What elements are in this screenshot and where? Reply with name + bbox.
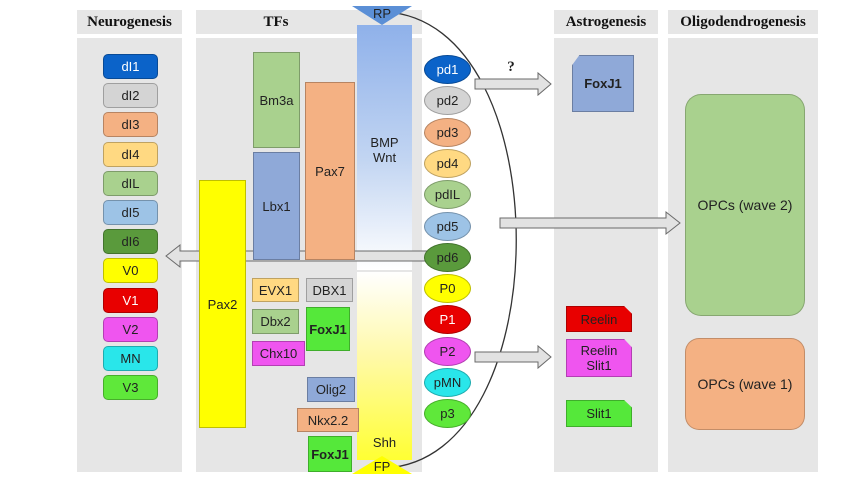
- neurogenesis-header-bg: [77, 10, 182, 34]
- domain-pd1: pd1: [424, 55, 471, 84]
- domain-pd6: pd6: [424, 242, 471, 272]
- astrogenesis-header-bg: [554, 10, 658, 34]
- tf-dbx2: Dbx2: [252, 309, 299, 334]
- tf-pax2: Pax2: [199, 180, 246, 428]
- domain-pd4: pd4: [424, 148, 471, 178]
- opcs-wave1: OPCs (wave 1): [685, 338, 805, 430]
- astro-reelin: Reelin: [566, 306, 632, 332]
- opcs-wave2: OPCs (wave 2): [685, 94, 805, 316]
- astro-reelin-slit1: Reelin Slit1: [566, 339, 632, 377]
- neuron-class-di5: dI5: [103, 200, 158, 225]
- domain-pdil: pdIL: [424, 180, 471, 210]
- neuron-class-di6: dI6: [103, 229, 158, 255]
- domain-p0: P0: [424, 274, 471, 304]
- neuron-class-dil: dIL: [103, 170, 158, 196]
- tfs-header: TFs: [263, 14, 289, 30]
- tf-lbx1: Lbx1: [253, 152, 300, 260]
- oligodendrogenesis-header: Oligodendrogenesis: [680, 14, 806, 30]
- domain-pd2: pd2: [424, 86, 471, 116]
- domain-pmn: pMN: [424, 368, 471, 397]
- arrow-pd6-di6: [165, 243, 438, 269]
- arrow-to-opcs-wave2: [499, 210, 681, 236]
- tf-chx10: Chx10: [252, 341, 305, 366]
- tf-bm3a: Bm3a: [253, 52, 300, 148]
- reelin-label: Reelin: [580, 343, 618, 358]
- domain-pd3: pd3: [424, 117, 471, 147]
- shh-gradient: Shh: [357, 272, 412, 460]
- bmp-wnt-gradient: BMP Wnt: [357, 25, 412, 270]
- tf-olig2: Olig2: [307, 377, 355, 402]
- arrow-p2-astro: [474, 344, 552, 370]
- roof-plate-label: RP: [372, 5, 392, 21]
- tf-pax7: Pax7: [305, 82, 355, 260]
- shh-label: Shh: [372, 435, 397, 450]
- slit1-label: Slit1: [586, 358, 612, 373]
- tf-foxj1-mid: FoxJ1: [306, 307, 350, 351]
- tf-nkx22: Nkx2.2: [297, 408, 359, 432]
- neuron-class-di1: dI1: [103, 54, 158, 79]
- neuron-class-v0: V0: [103, 258, 158, 284]
- bmp-label: BMP: [370, 134, 399, 150]
- neural-tube-arc: [384, 11, 517, 469]
- floor-plate-triangle: [352, 456, 412, 474]
- wnt-label: Wnt: [372, 149, 397, 165]
- neuron-class-v2: V2: [103, 316, 158, 342]
- neuron-class-di4: dI4: [103, 141, 158, 167]
- question-mark: ?: [507, 58, 515, 75]
- domain-pd5: pd5: [424, 211, 471, 241]
- domain-p1: P1: [424, 305, 471, 335]
- neuron-class-di3: dI3: [103, 112, 158, 138]
- neuron-class-v3: V3: [103, 375, 158, 401]
- neuron-class-mn: MN: [103, 346, 158, 371]
- domain-p3: p3: [424, 399, 471, 429]
- tf-evx1: EVX1: [252, 278, 299, 302]
- neurogenesis-header: Neurogenesis: [87, 14, 172, 30]
- neuron-class-di2: dI2: [103, 83, 158, 109]
- domain-p2: P2: [424, 336, 471, 366]
- astro-slit1: Slit1: [566, 400, 632, 427]
- arrow-pd1-astro: [474, 71, 552, 97]
- tf-foxj1-bottom: FoxJ1: [308, 436, 352, 472]
- neuron-class-v1: V1: [103, 287, 158, 313]
- astrogenesis-header: Astrogenesis: [565, 14, 647, 30]
- oligodendrogenesis-header-bg: [668, 10, 818, 34]
- astro-foxj1: FoxJ1: [572, 55, 634, 112]
- roof-plate-triangle: [352, 6, 412, 25]
- floor-plate-label: FP: [373, 458, 391, 474]
- tf-dbx1: DBX1: [306, 278, 353, 302]
